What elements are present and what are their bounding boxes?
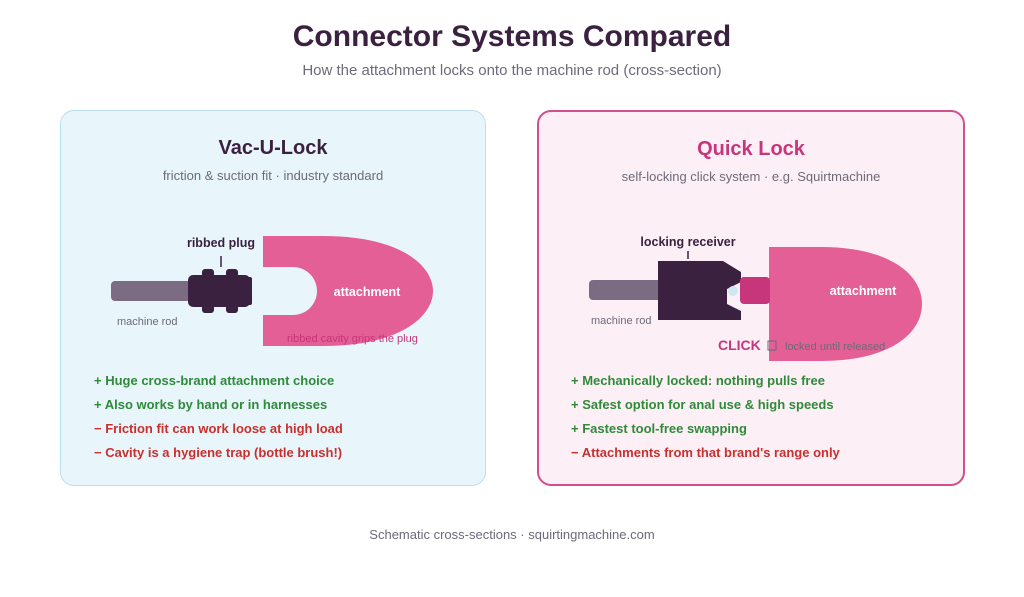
- vac-u-lock-title: Vac-U-Lock: [218, 137, 328, 159]
- machine-rod: [589, 280, 661, 300]
- attachment-shape: [769, 247, 922, 361]
- bullet-item: − Friction fit can work loose at high lo…: [94, 421, 343, 436]
- page-title: Connector Systems Compared: [292, 20, 732, 53]
- bullet-item: + Huge cross-brand attachment choice: [94, 373, 335, 388]
- bullet-item: + Mechanically locked: nothing pulls fre…: [571, 373, 825, 388]
- vac-u-lock-subtitle: friction & suction fit · industry standa…: [162, 168, 384, 183]
- quick-lock-diagram: locking receiver attachment machine rod …: [589, 235, 922, 361]
- bullet-item: + Fastest tool-free swapping: [571, 421, 747, 436]
- attachment-shape: [263, 236, 433, 346]
- bullet-item: + Also works by hand or in harnesses: [94, 397, 328, 412]
- quick-lock-bullets: + Mechanically locked: nothing pulls fre…: [571, 373, 840, 469]
- rod-label: machine rod: [117, 316, 178, 328]
- locking-receiver: [658, 261, 741, 320]
- latch-ball: [728, 286, 738, 296]
- rod-label: machine rod: [591, 315, 652, 327]
- quick-lock-subtitle: self-locking click system · e.g. Squirtm…: [621, 169, 881, 184]
- attachment-label: attachment: [334, 285, 402, 299]
- ribbed-plug: [188, 269, 252, 313]
- attachment-stem: [740, 277, 770, 304]
- receiver-label: locking receiver: [640, 235, 735, 249]
- cavity-label: ribbed cavity grips the plug: [287, 333, 418, 345]
- bullet-item: − Cavity is a hygiene trap (bottle brush…: [94, 445, 343, 460]
- bullet-item: − Attachments from that brand's range on…: [571, 445, 840, 460]
- vac-u-lock-panel: Vac-U-Lock friction & suction fit · indu…: [60, 110, 486, 486]
- vac-u-lock-bullets: + Huge cross-brand attachment choice + A…: [94, 373, 343, 469]
- click-label: CLICK: [718, 337, 761, 353]
- click-icon: [767, 340, 777, 351]
- vac-u-lock-diagram: ribbed plug attachment machine rod ribbe…: [111, 236, 433, 346]
- plug-label: ribbed plug: [187, 236, 255, 250]
- bullet-item: + Safest option for anal use & high spee…: [571, 397, 834, 412]
- quick-lock-panel: Quick Lock self-locking click system · e…: [537, 110, 965, 486]
- footer-note: Schematic cross-sections · squirtingmach…: [369, 527, 655, 542]
- attachment-label: attachment: [830, 284, 898, 298]
- quick-lock-title: Quick Lock: [697, 138, 805, 160]
- machine-rod: [111, 281, 191, 301]
- click-note-label: locked until released: [785, 341, 885, 353]
- page-subtitle: How the attachment locks onto the machin…: [302, 62, 722, 79]
